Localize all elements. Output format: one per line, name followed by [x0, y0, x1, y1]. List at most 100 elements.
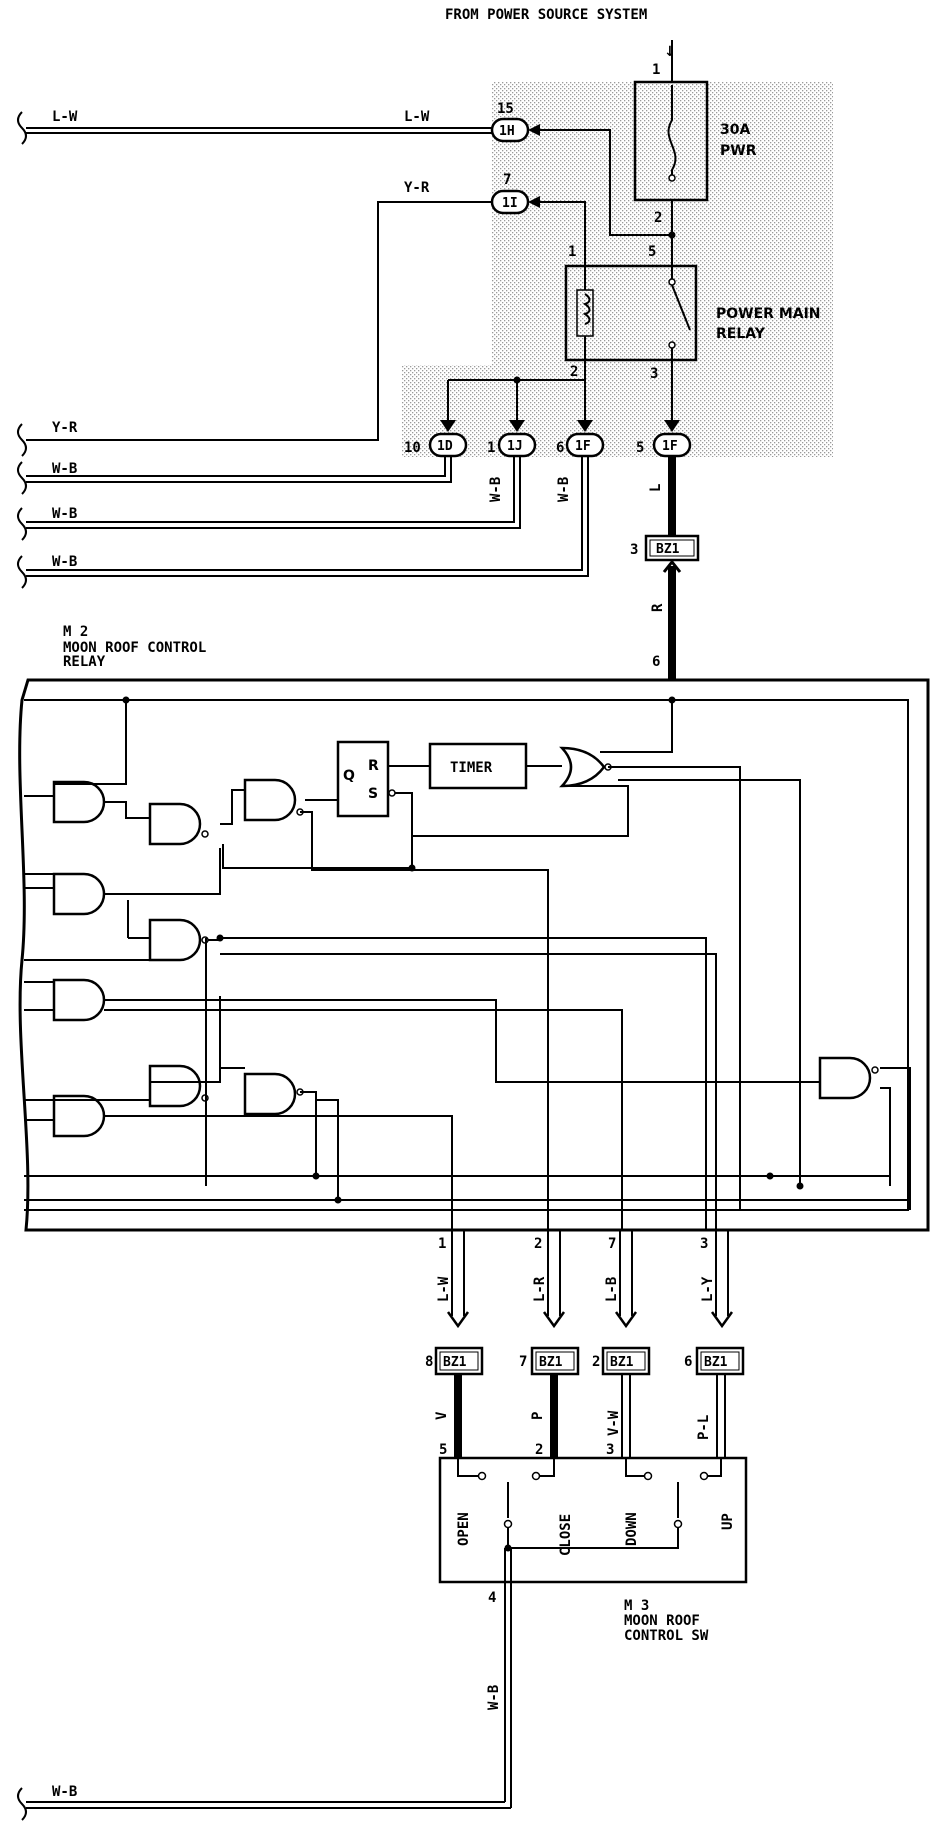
switch-label-open: OPEN [456, 1512, 472, 1546]
wire-label-wb-bottom: W-B [52, 1784, 77, 1800]
switch-ground-pin: 4 [488, 1590, 496, 1606]
svg-text:1F: 1F [575, 439, 591, 454]
svg-text:V-W: V-W [606, 1410, 622, 1436]
relay-pin-coil-top: 1 [568, 244, 576, 260]
relay-unit-id: M 2 [63, 624, 88, 640]
and-gate-3 [243, 778, 304, 822]
switch-label-up: UP [720, 1513, 736, 1530]
svg-text:7: 7 [519, 1354, 527, 1370]
bz1-top-pin: 3 [630, 542, 638, 558]
and-gate-5 [148, 918, 209, 962]
connector-1d: 10 1D [404, 420, 468, 458]
svg-text:5: 5 [636, 440, 644, 456]
header-arrow: ↓ [664, 44, 676, 60]
relay-switch-arm [671, 284, 691, 331]
svg-text:1J: 1J [507, 439, 523, 454]
svg-text:L-W: L-W [436, 1276, 452, 1302]
and-gate-10 [818, 1056, 879, 1100]
moon-roof-control-relay-box [18, 678, 930, 1232]
wire-label-yr-left: Y-R [52, 420, 78, 436]
flip-flop [336, 740, 390, 818]
and-gate-7 [148, 1064, 209, 1108]
switch-label-close: CLOSE [558, 1514, 574, 1556]
junction-block-shading [402, 82, 833, 457]
timer-label: TIMER [450, 760, 493, 776]
svg-text:1D: 1D [437, 439, 453, 454]
flip-flop-r: R [368, 758, 379, 774]
output-2: 2 L-R 7 BZ1 P 2 [519, 1230, 580, 1458]
svg-text:P-L: P-L [696, 1415, 712, 1440]
and-gate-8 [243, 1072, 304, 1116]
svg-text:1: 1 [487, 440, 495, 456]
wire-label-wb-vert-2: W-B [556, 477, 572, 502]
relay-unit-line1: MOON ROOF CONTROL [63, 640, 206, 656]
fuse-name: 30A [720, 122, 750, 138]
svg-text:2: 2 [534, 1236, 542, 1252]
and-gate-6 [52, 978, 106, 1022]
wire-label-wb-ground-vert: W-B [486, 1685, 502, 1710]
wire-label-wb-2: W-B [52, 506, 77, 522]
svg-text:2: 2 [592, 1354, 600, 1370]
relay-pin-coil-bot: 2 [570, 364, 578, 380]
svg-text:BZ1: BZ1 [704, 1355, 728, 1370]
fuse-sub: PWR [720, 143, 757, 159]
svg-text:6: 6 [556, 440, 564, 456]
wire-label-r: R [650, 603, 666, 612]
svg-text:P: P [530, 1412, 546, 1420]
output-4: 3 L-Y 6 BZ1 P-L [684, 1230, 745, 1458]
fuse-pin-in: 1 [652, 62, 660, 78]
svg-text:1F: 1F [662, 439, 678, 454]
switch-line2: CONTROL SW [624, 1628, 709, 1644]
svg-text:L-Y: L-Y [700, 1276, 716, 1302]
fuse-symbol [667, 85, 677, 178]
svg-text:10: 10 [404, 440, 421, 456]
connector-1i-pin: 7 [503, 172, 511, 188]
switch-label-down: DOWN [624, 1512, 640, 1546]
svg-text:BZ1: BZ1 [443, 1355, 467, 1370]
svg-text:V: V [434, 1411, 450, 1420]
svg-text:6: 6 [684, 1354, 692, 1370]
fuse-pin-out: 2 [654, 210, 662, 226]
wire-label-lw-left: L-W [52, 109, 78, 125]
output-3: 7 L-B 2 BZ1 V-W 3 [592, 1230, 651, 1458]
wire-label-yr-top: Y-R [404, 180, 430, 196]
switch-id: M 3 [624, 1598, 649, 1614]
svg-text:BZ1: BZ1 [539, 1355, 563, 1370]
relay-name-line1: POWER MAIN [716, 306, 821, 322]
power-main-relay-box [564, 264, 698, 362]
relay-name-line2: RELAY [716, 326, 766, 342]
svg-text:BZ1: BZ1 [656, 542, 680, 557]
wire-label-wb-1: W-B [52, 461, 77, 477]
flip-flop-q: Q [343, 768, 355, 784]
svg-text:1H: 1H [499, 124, 515, 139]
svg-text:1I: 1I [502, 196, 518, 211]
wire-label-lw-right: L-W [404, 109, 430, 125]
svg-text:3: 3 [606, 1442, 614, 1458]
svg-text:L-B: L-B [604, 1277, 620, 1302]
relay-unit-pin-power: 6 [652, 654, 660, 670]
svg-text:8: 8 [425, 1354, 433, 1370]
wire-label-wb-vert-1: W-B [488, 477, 504, 502]
svg-text:1: 1 [438, 1236, 446, 1252]
and-gate-4 [52, 872, 106, 916]
and-gate-2 [148, 802, 209, 846]
svg-text:7: 7 [608, 1236, 616, 1252]
switch-line1: MOON ROOF [624, 1613, 700, 1629]
relay-pin-sw-bot: 3 [650, 366, 658, 382]
connector-1h-pin: 15 [497, 101, 514, 117]
wire-label-wb-3: W-B [52, 554, 77, 570]
svg-text:BZ1: BZ1 [610, 1355, 634, 1370]
svg-text:2: 2 [535, 1442, 543, 1458]
svg-text:L-R: L-R [532, 1276, 548, 1302]
relay-pin-sw-top: 5 [648, 244, 656, 260]
and-gate-1 [52, 780, 106, 824]
connector-1f-6: 6 1F [556, 420, 605, 458]
or-gate [559, 746, 606, 788]
output-1: 1 L-W 8 BZ1 V 5 [425, 1230, 484, 1458]
svg-text:3: 3 [700, 1236, 708, 1252]
flip-flop-s: S [368, 786, 378, 802]
connector-1j: 1 1J [487, 420, 537, 458]
relay-unit-line2: RELAY [63, 654, 106, 670]
moon-roof-control-switch-box [438, 1456, 748, 1584]
